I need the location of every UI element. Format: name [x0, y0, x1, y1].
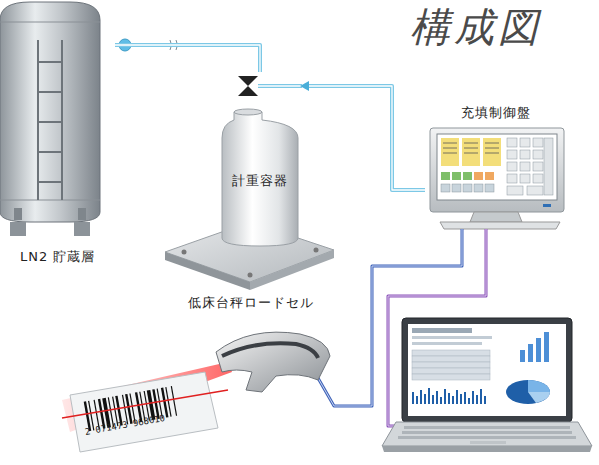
storage-tank: LN2 貯蔵層: [0, 0, 115, 266]
node-label: 計重容器: [232, 172, 288, 190]
node-label: 低床台秤ロードセル: [188, 294, 314, 312]
weighing-container: 計重容器: [220, 72, 300, 246]
node-label: 充填制御盤: [461, 104, 531, 122]
control-panel: 充填制御盤: [425, 104, 567, 228]
floor-scale: 低床台秤ロードセル: [165, 212, 337, 312]
node-label: LN2 貯蔵層: [20, 248, 95, 266]
barcode-bar: [165, 387, 171, 417]
pipe-connector: [300, 81, 425, 190]
barcode-bar: [171, 386, 177, 416]
diagram-title: 構成図: [410, 0, 542, 55]
pipe-connector: [115, 45, 260, 72]
